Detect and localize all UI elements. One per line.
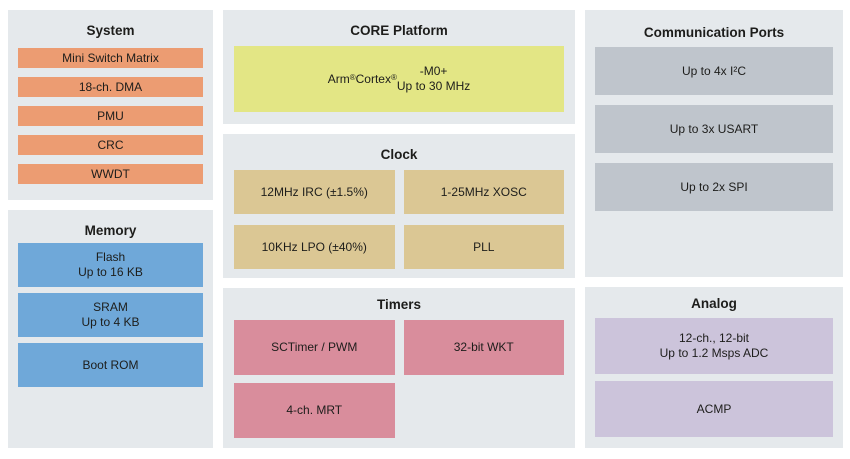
panel-memory-blocks: Flash Up to 16 KB SRAM Up to 4 KB Boot R… [18, 243, 203, 387]
panel-clock: Clock 12MHz IRC (±1.5%) 1-25MHz XOSC 10K… [223, 134, 575, 278]
panel-system: System Mini Switch Matrix 18-ch. DMA PMU… [8, 10, 213, 200]
block-boot-rom: Boot ROM [18, 343, 203, 387]
block-lpo: 10KHz LPO (±40%) [234, 225, 395, 269]
block-pll: PLL [403, 225, 564, 269]
panel-comm-title: Communication Ports [643, 25, 785, 40]
panel-memory-title: Memory [84, 223, 137, 238]
block-sram: SRAM Up to 4 KB [18, 293, 203, 337]
block-usart: Up to 3x USART [595, 105, 833, 153]
middle-column: CORE Platform Arm® Cortex®-M0+ Up to 30 … [223, 10, 575, 448]
panel-analog-blocks: 12-ch., 12-bit Up to 1.2 Msps ADC ACMP [595, 318, 833, 437]
block-crc: CRC [18, 135, 203, 155]
block-dma: 18-ch. DMA [18, 77, 203, 97]
block-flash: Flash Up to 16 KB [18, 243, 203, 287]
block-sctimer-pwm: SCTimer / PWM [234, 320, 395, 375]
block-xosc: 1-25MHz XOSC [403, 170, 564, 214]
panel-timers-title: Timers [376, 297, 422, 312]
panel-system-title: System [86, 23, 135, 38]
block-irc: 12MHz IRC (±1.5%) [234, 170, 395, 214]
panel-clock-blocks: 12MHz IRC (±1.5%) 1-25MHz XOSC 10KHz LPO… [234, 170, 564, 269]
block-wkt: 32-bit WKT [403, 320, 564, 375]
panel-communication-ports: Communication Ports Up to 4x I²C Up to 3… [585, 10, 843, 277]
panel-timers: Timers SCTimer / PWM 32-bit WKT 4-ch. MR… [223, 288, 575, 448]
block-cortex-m0plus: Arm® Cortex®-M0+ Up to 30 MHz [234, 46, 564, 112]
block-acmp: ACMP [595, 381, 833, 437]
panel-analog-title: Analog [691, 296, 737, 311]
block-i2c: Up to 4x I²C [595, 47, 833, 95]
block-mini-switch-matrix: Mini Switch Matrix [18, 48, 203, 68]
panel-core-title: CORE Platform [350, 23, 448, 38]
block-mrt: 4-ch. MRT [234, 383, 395, 438]
panel-timers-blocks: SCTimer / PWM 32-bit WKT 4-ch. MRT [234, 320, 564, 438]
panel-core-platform: CORE Platform Arm® Cortex®-M0+ Up to 30 … [223, 10, 575, 124]
panel-analog: Analog 12-ch., 12-bit Up to 1.2 Msps ADC… [585, 287, 843, 448]
left-column: System Mini Switch Matrix 18-ch. DMA PMU… [8, 10, 213, 448]
right-column: Communication Ports Up to 4x I²C Up to 3… [585, 10, 843, 448]
block-pmu: PMU [18, 106, 203, 126]
panel-clock-title: Clock [380, 147, 418, 162]
block-wwdt: WWDT [18, 164, 203, 184]
block-spi: Up to 2x SPI [595, 163, 833, 211]
panel-memory: Memory Flash Up to 16 KB SRAM Up to 4 KB… [8, 210, 213, 448]
panel-comm-blocks: Up to 4x I²C Up to 3x USART Up to 2x SPI [595, 47, 833, 211]
panel-system-blocks: Mini Switch Matrix 18-ch. DMA PMU CRC WW… [18, 48, 203, 184]
block-adc: 12-ch., 12-bit Up to 1.2 Msps ADC [595, 318, 833, 374]
panel-core-blocks: Arm® Cortex®-M0+ Up to 30 MHz [234, 46, 564, 112]
